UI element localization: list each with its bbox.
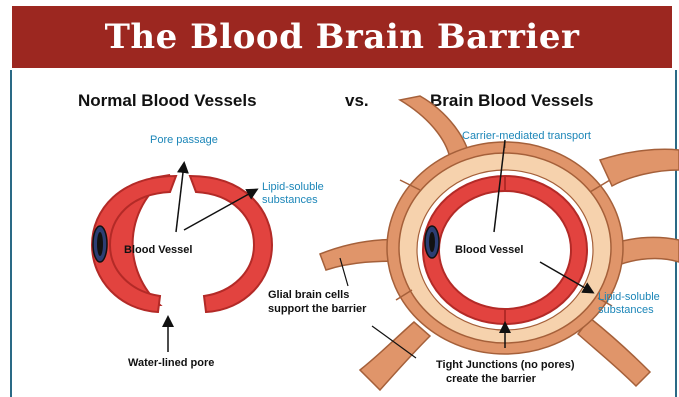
heading-vs: vs. bbox=[345, 91, 369, 110]
glial-process-lower-right bbox=[578, 318, 650, 386]
normal-lipid-label-1: Lipid-soluble bbox=[262, 181, 324, 193]
water-pore-label: Water-lined pore bbox=[128, 357, 214, 369]
normal-lipid-label-2: substances bbox=[262, 194, 318, 206]
brain-vessel-label: Blood Vessel bbox=[455, 244, 523, 256]
tight-label-1: Tight Junctions (no pores) bbox=[436, 359, 575, 371]
heading-brain: Brain Blood Vessels bbox=[430, 91, 593, 110]
pore-passage-arrow bbox=[176, 164, 184, 232]
carrier-label: Carrier-mediated transport bbox=[462, 130, 591, 142]
glial-label-1: Glial brain cells bbox=[268, 289, 349, 301]
normal-vessel-label: Blood Vessel bbox=[124, 244, 192, 256]
glial-process-right bbox=[600, 149, 679, 186]
brain-lipid-label-1: Lipid-soluble bbox=[598, 291, 660, 303]
glial-label-2: support the barrier bbox=[268, 303, 367, 315]
glial-process-lower-left bbox=[360, 322, 430, 390]
normal-nucleus-core bbox=[97, 232, 103, 256]
brain-lipid-label-2: substances bbox=[598, 304, 654, 316]
pore-passage-label: Pore passage bbox=[150, 134, 218, 146]
brain-nucleus-core bbox=[429, 232, 435, 252]
tight-label-2: create the barrier bbox=[446, 373, 537, 385]
heading-normal: Normal Blood Vessels bbox=[78, 91, 257, 110]
normal-vessel-wall-right bbox=[190, 176, 272, 312]
